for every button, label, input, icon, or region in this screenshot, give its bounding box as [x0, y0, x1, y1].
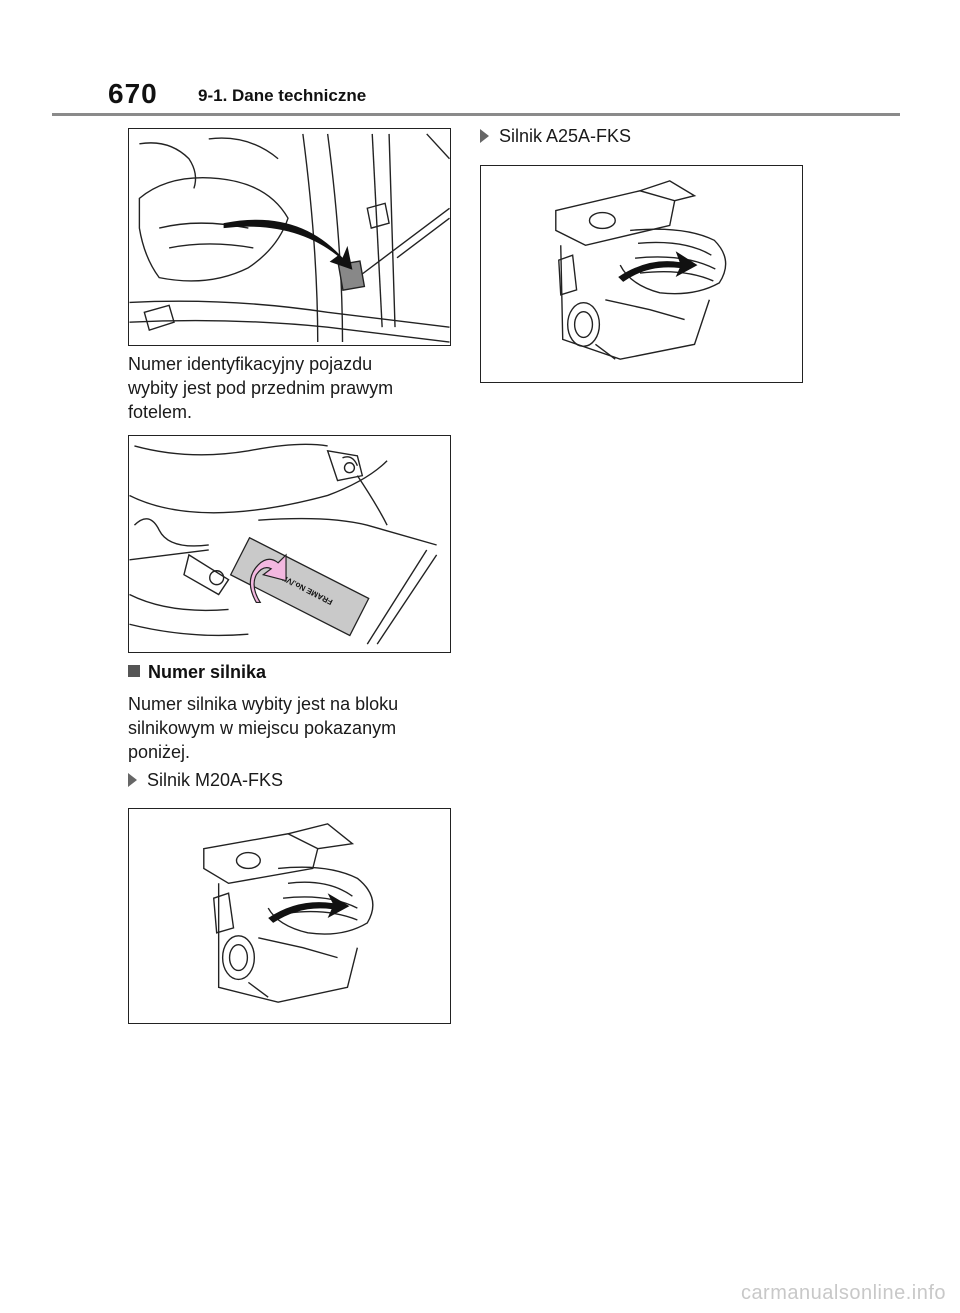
square-bullet-icon — [128, 665, 140, 677]
engine-a25a-label: Silnik A25A-FKS — [480, 126, 631, 147]
watermark: carmanualsonline.info — [740, 1282, 946, 1304]
engine-m20a-illustration — [128, 808, 451, 1024]
vin-paragraph-line: wybity jest pod przednim prawym — [128, 378, 394, 398]
engine-m20a-drawing — [203, 823, 374, 1003]
engine-paragraph-line: Numer silnika wybity jest na bloku — [128, 694, 399, 714]
engine-paragraph: Numer silnika wybity jest na bloku silni… — [128, 692, 458, 764]
header-rule — [52, 113, 900, 116]
triangle-bullet-icon — [128, 773, 137, 787]
vin-paragraph-line: Numer identyfikacyjny pojazdu — [128, 354, 373, 374]
engine-a25a-drawing — [555, 180, 727, 360]
vin-paragraph-line: fotelem. — [128, 402, 193, 422]
page-header: 670 9-1. Dane techniczne — [98, 78, 904, 118]
section-title: 9-1. Dane techniczne — [198, 86, 367, 105]
page-number: 670 — [108, 78, 158, 109]
vin-door-sill-illustration — [128, 128, 451, 346]
vin-paragraph: Numer identyfikacyjny pojazdu wybity jes… — [128, 352, 458, 424]
engine-a25a-illustration — [480, 165, 803, 383]
engine-heading-text: Numer silnika — [148, 662, 267, 682]
door-sill-drawing — [129, 133, 450, 343]
seat-plate-drawing: FRAME No./VIN — [129, 443, 438, 645]
engine-a25a-text: Silnik A25A-FKS — [499, 126, 632, 146]
engine-paragraph-line: poniżej. — [128, 742, 191, 762]
engine-m20a-text: Silnik M20A-FKS — [147, 770, 284, 790]
vin-plate-seat-illustration: FRAME No./VIN — [128, 435, 451, 653]
engine-paragraph-line: silnikowym w miejscu pokazanym — [128, 718, 397, 738]
engine-number-heading: Numer silnika — [128, 662, 266, 683]
engine-m20a-label: Silnik M20A-FKS — [128, 770, 283, 791]
triangle-bullet-icon — [480, 129, 489, 143]
